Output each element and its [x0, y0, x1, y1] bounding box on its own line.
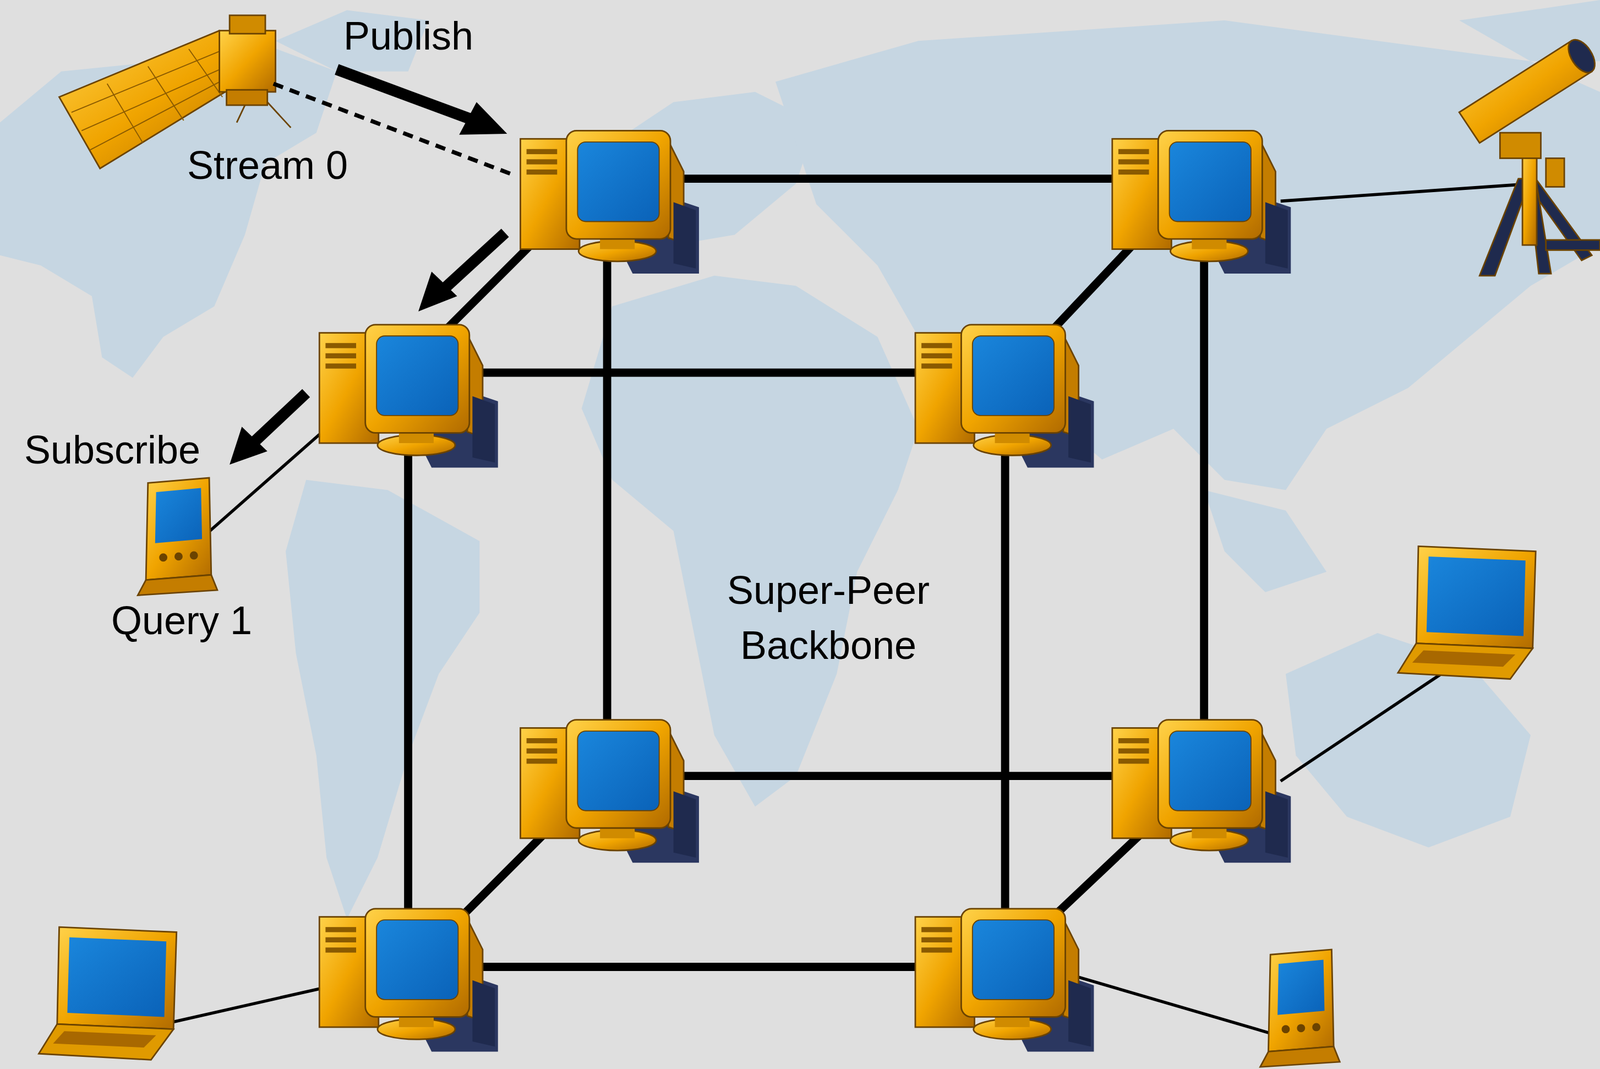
caption-label: Subscribe	[24, 422, 201, 478]
caption-label: Query 1	[111, 592, 253, 648]
caption-label: Super-Peer Backbone	[685, 562, 972, 673]
caption-label: Stream 0	[187, 137, 348, 193]
caption-label: Publish	[343, 8, 474, 64]
